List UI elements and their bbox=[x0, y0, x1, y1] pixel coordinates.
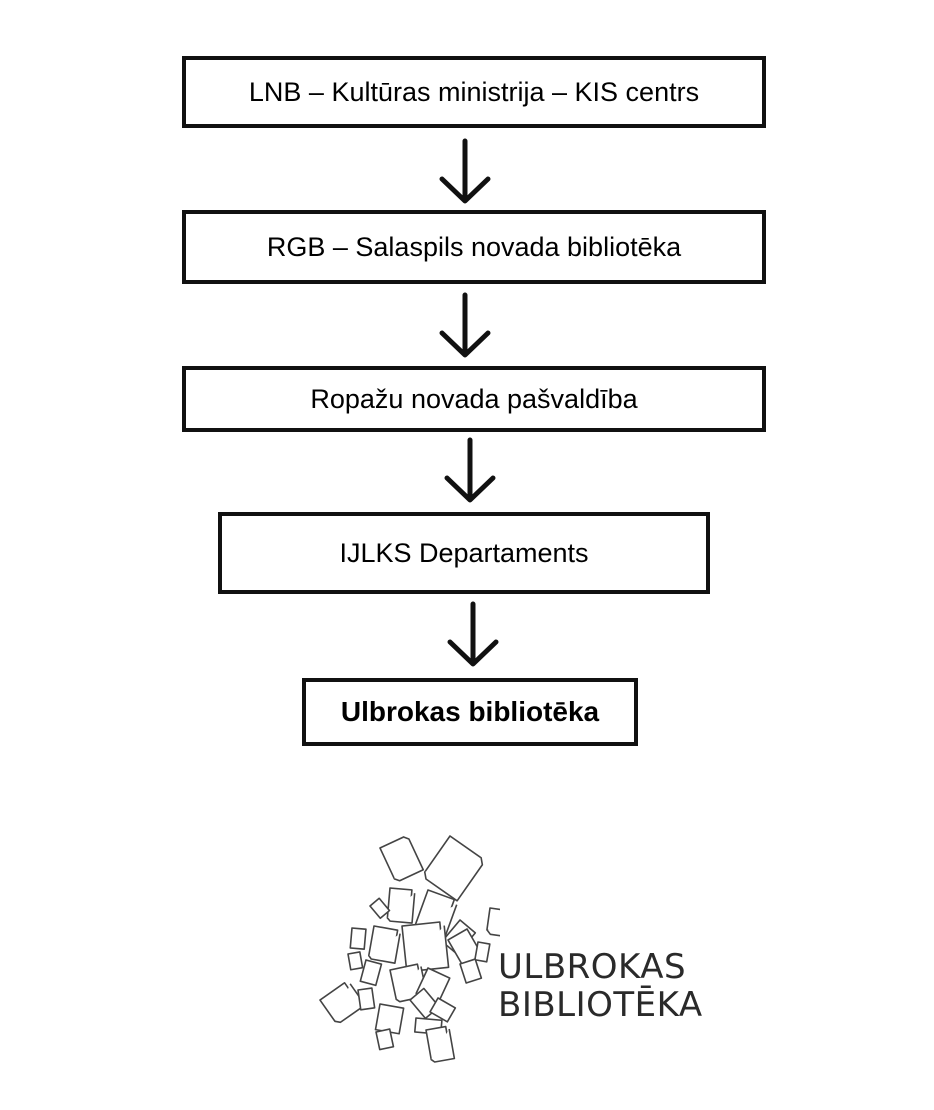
arrow-down-icon bbox=[438, 600, 508, 670]
library-logo: ULBROKAS BIBLIOTĒKA bbox=[310, 830, 720, 1070]
node-ropazu-label: Ropažu novada pašvaldība bbox=[310, 383, 638, 414]
books-icon bbox=[319, 835, 500, 1063]
arrow-down-icon bbox=[430, 137, 500, 207]
logo-wordmark: ULBROKAS BIBLIOTĒKA bbox=[498, 948, 703, 1024]
node-rgb: RGB – Salaspils novada bibliotēka bbox=[182, 210, 766, 284]
node-ulbrokas: Ulbrokas bibliotēka bbox=[302, 678, 638, 746]
node-lnb: LNB – Kultūras ministrija – KIS centrs bbox=[182, 56, 766, 128]
node-ulbrokas-label: Ulbrokas bibliotēka bbox=[340, 696, 600, 727]
node-ijlks: IJLKS Departaments bbox=[218, 512, 710, 594]
arrow-down-icon bbox=[430, 291, 500, 361]
node-lnb-label: LNB – Kultūras ministrija – KIS centrs bbox=[248, 76, 700, 107]
logo-line1: ULBROKAS bbox=[498, 947, 687, 987]
arrow-down-icon bbox=[435, 436, 505, 506]
node-ropazu: Ropažu novada pašvaldība bbox=[182, 366, 766, 432]
logo-line2: BIBLIOTĒKA bbox=[498, 985, 703, 1025]
node-rgb-label: RGB – Salaspils novada bibliotēka bbox=[266, 231, 682, 262]
node-ijlks-label: IJLKS Departaments bbox=[339, 537, 589, 568]
